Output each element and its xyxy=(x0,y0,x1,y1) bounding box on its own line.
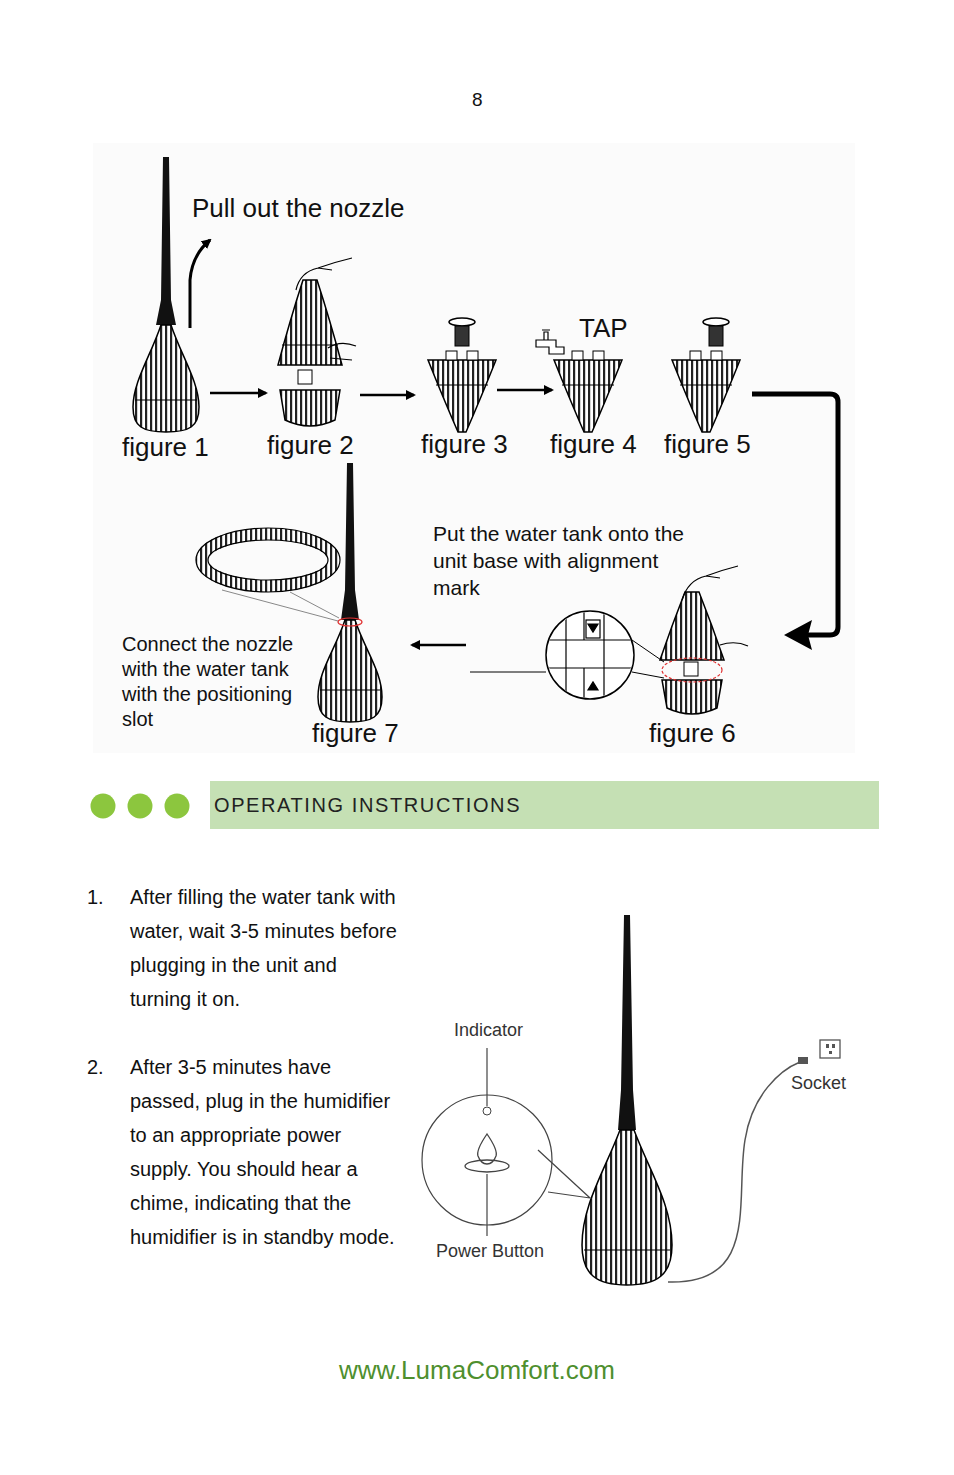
part-label: TAP xyxy=(579,312,628,344)
step-note: Pull out the nozzle xyxy=(192,192,404,224)
website-url: www.LumaComfort.com xyxy=(339,1354,615,1386)
figure-caption: figure 1 xyxy=(122,431,209,463)
instruction-text: After filling the water tank with water,… xyxy=(130,880,402,1016)
step-note: Put the water tank onto the unit base wi… xyxy=(433,520,688,601)
section-heading: OPERATING INSTRUCTIONS xyxy=(214,794,521,817)
instruction-text: After 3-5 minutes have passed, plug in t… xyxy=(130,1050,402,1254)
step-note: Connect the nozzle with the water tank w… xyxy=(122,632,312,732)
page-number: 8 xyxy=(472,88,483,112)
figure-caption: figure 3 xyxy=(421,428,508,460)
figure-caption: figure 6 xyxy=(649,717,736,749)
figure-caption: figure 7 xyxy=(312,717,399,749)
figure-caption: figure 4 xyxy=(550,428,637,460)
figure-caption: figure 2 xyxy=(267,429,354,461)
list-number: 2. xyxy=(87,1050,104,1084)
section-band: OPERATING INSTRUCTIONS xyxy=(210,781,879,829)
figure-caption: figure 5 xyxy=(664,428,751,460)
part-label: Indicator xyxy=(454,1019,523,1041)
part-label: Power Button xyxy=(436,1240,544,1262)
part-label: Socket xyxy=(791,1072,846,1094)
list-number: 1. xyxy=(87,880,104,914)
